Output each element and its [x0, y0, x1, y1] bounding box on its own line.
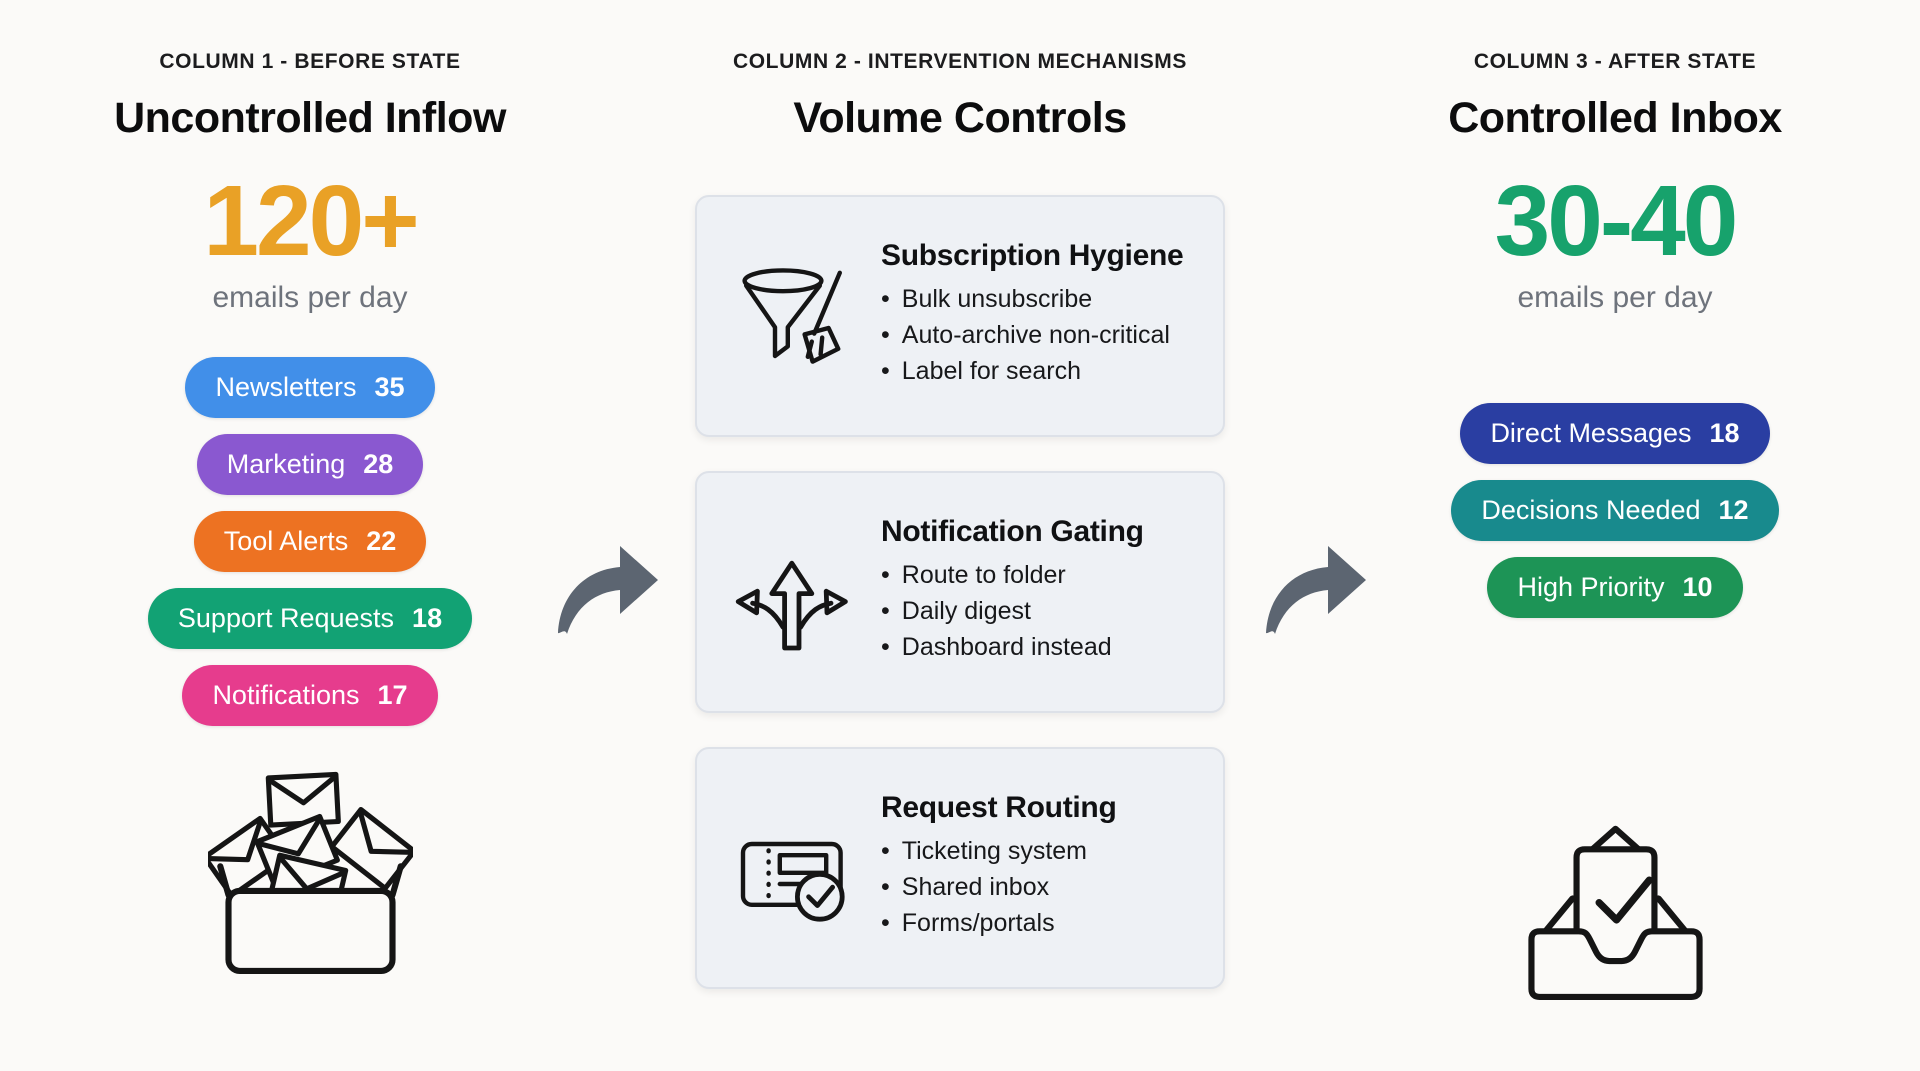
pill-label: Decisions Needed: [1481, 495, 1701, 525]
pill-label: Tool Alerts: [223, 526, 349, 556]
pill-count: 35: [374, 372, 405, 402]
card-bullet: Label for search: [881, 357, 1197, 386]
card-subscription-hygiene: Subscription Hygiene Bulk unsubscribe Au…: [695, 195, 1225, 437]
pill-label: Support Requests: [177, 603, 395, 633]
pill-marketing: Marketing 28: [196, 434, 424, 495]
pill-decisions-needed: Decisions Needed 12: [1451, 480, 1779, 541]
card-request-routing: Request Routing Ticketing system Shared …: [695, 747, 1225, 989]
pill-count: 28: [363, 449, 394, 479]
arrow-shape: [1266, 546, 1366, 634]
flow-arrow-icon: [1260, 540, 1370, 636]
card-bullet-list: Route to folder Daily digest Dashboard i…: [881, 561, 1197, 662]
card-bullet: Route to folder: [881, 561, 1197, 590]
column-title: Controlled Inbox: [1448, 94, 1782, 142]
pill-notifications: Notifications 17: [182, 665, 438, 726]
column-kicker: COLUMN 2 - INTERVENTION MECHANISMS: [732, 50, 1188, 73]
card-bullet: Ticketing system: [881, 837, 1197, 866]
intervention-card-list: Subscription Hygiene Bulk unsubscribe Au…: [600, 195, 1320, 989]
card-title: Subscription Hygiene: [881, 239, 1184, 272]
pill-tool-alerts: Tool Alerts 22: [193, 511, 427, 572]
pill-label: Newsletters: [215, 372, 357, 402]
card-bullet-list: Ticketing system Shared inbox Forms/port…: [881, 837, 1197, 938]
inbox-check-icon: [1360, 796, 1870, 1001]
pill-high-priority: High Priority 10: [1487, 557, 1743, 618]
pill-label: Direct Messages: [1490, 418, 1692, 448]
funnel-broom-icon: [727, 252, 855, 380]
card-bullet: Bulk unsubscribe: [881, 285, 1197, 314]
card-notification-gating: Notification Gating Route to folder Dail…: [695, 471, 1225, 713]
pill-direct-messages: Direct Messages 18: [1460, 403, 1770, 464]
card-title: Notification Gating: [881, 515, 1144, 548]
arrow-shape: [558, 546, 658, 634]
pill-count: 18: [1709, 418, 1740, 448]
pill-support-requests: Support Requests 18: [147, 588, 473, 649]
branching-arrows-icon: [727, 528, 855, 656]
column-title: Uncontrolled Inflow: [114, 94, 506, 142]
after-pill-list: Direct Messages 18 Decisions Needed 12 H…: [1360, 403, 1870, 618]
stat-caption: emails per day: [212, 281, 408, 314]
pill-count: 17: [377, 680, 408, 710]
pill-label: Marketing: [226, 449, 346, 479]
pill-label: High Priority: [1517, 572, 1665, 602]
card-bullet-list: Bulk unsubscribe Auto-archive non-critic…: [881, 285, 1197, 386]
ticket-check-icon: [727, 804, 855, 932]
column-kicker: COLUMN 1 - BEFORE STATE: [159, 50, 461, 73]
stat-value: 120+: [203, 165, 419, 277]
stat-caption: emails per day: [1517, 281, 1713, 314]
card-bullet: Auto-archive non-critical: [881, 321, 1197, 350]
card-bullet: Dashboard instead: [881, 633, 1197, 662]
column-kicker: COLUMN 3 - AFTER STATE: [1473, 50, 1757, 73]
flow-arrow-icon: [552, 540, 662, 636]
after-state-column: COLUMN 3 - AFTER STATE Controlled Inbox …: [1360, 0, 1870, 1001]
pill-count: 18: [412, 603, 443, 633]
column-title: Volume Controls: [793, 94, 1127, 142]
card-bullet: Daily digest: [881, 597, 1197, 626]
card-bullet: Forms/portals: [881, 909, 1197, 938]
card-title: Request Routing: [881, 791, 1117, 824]
stat-value: 30-40: [1494, 165, 1739, 277]
pill-newsletters: Newsletters 35: [185, 357, 435, 418]
pill-count: 22: [366, 526, 397, 556]
before-state-column: COLUMN 1 - BEFORE STATE Uncontrolled Inf…: [60, 0, 560, 975]
pill-count: 12: [1718, 495, 1749, 525]
pill-count: 10: [1682, 572, 1713, 602]
before-pill-list: Newsletters 35 Marketing 28 Tool Alerts …: [60, 357, 560, 726]
pill-label: Notifications: [212, 680, 360, 710]
overflowing-inbox-icon: [60, 770, 560, 975]
intervention-column: COLUMN 2 - INTERVENTION MECHANISMS Volum…: [600, 0, 1320, 989]
card-bullet: Shared inbox: [881, 873, 1197, 902]
